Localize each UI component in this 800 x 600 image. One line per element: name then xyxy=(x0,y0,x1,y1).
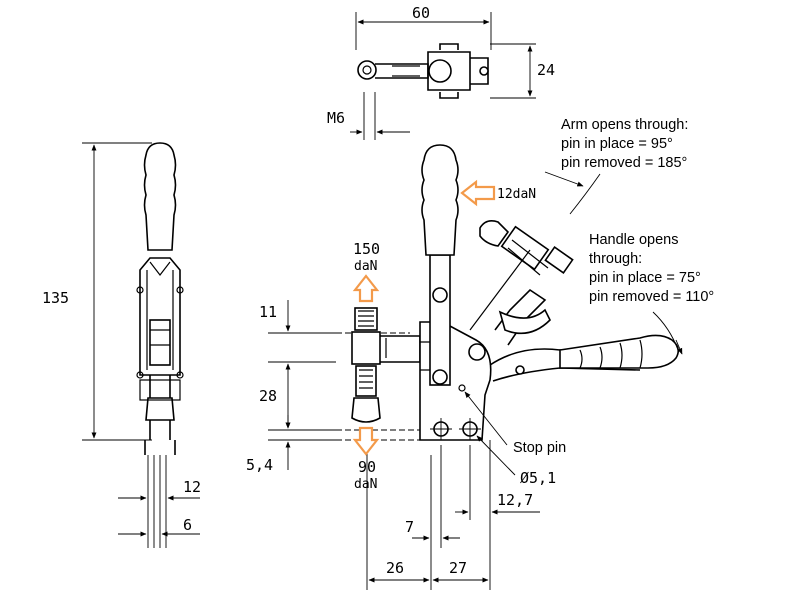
dim-m6: M6 xyxy=(327,109,345,127)
dim-60: 60 xyxy=(412,4,430,22)
front-view: 11 28 5,4 xyxy=(246,144,680,590)
dim-hole-diameter: Ø5,1 xyxy=(520,469,556,487)
dim-6: 6 xyxy=(183,516,192,534)
side-view: 135 12 6 xyxy=(42,142,201,548)
top-view: 60 24 M6 xyxy=(327,4,555,140)
dim-5-4: 5,4 xyxy=(246,456,273,474)
dim-28: 28 xyxy=(259,387,277,405)
arm-note-line-3: pin removed = 185° xyxy=(561,155,687,171)
up-force-arrow xyxy=(352,274,380,303)
up-force-value: 150 xyxy=(353,240,380,258)
dim-27: 27 xyxy=(449,559,467,577)
arm-note-line-2: pin in place = 95° xyxy=(561,136,673,152)
dim-24: 24 xyxy=(537,61,555,79)
arm-opening-note: Arm opens through: pin in place = 95° pi… xyxy=(544,117,688,215)
dim-26: 26 xyxy=(386,559,404,577)
down-force-arrow xyxy=(352,426,380,456)
handle-note-line-2: through: xyxy=(589,251,642,267)
handle-note-line-4: pin removed = 110° xyxy=(589,289,714,305)
dim-7: 7 xyxy=(405,518,414,536)
dim-11: 11 xyxy=(259,303,277,321)
handle-force-label: 12daN xyxy=(497,187,536,202)
handle-note-line-1: Handle opens xyxy=(589,232,679,248)
handle-note-line-3: pin in place = 75° xyxy=(589,270,701,286)
handle-force-arrow xyxy=(460,179,496,207)
handle-opening-note: Handle opens through: pin in place = 75°… xyxy=(589,232,714,355)
up-force-unit: daN xyxy=(354,259,377,274)
down-force-unit: daN xyxy=(354,477,377,492)
force-indicators: 12daN 150 daN 90 daN xyxy=(352,179,536,492)
dim-12-7: 12,7 xyxy=(497,491,533,509)
dim-135: 135 xyxy=(42,289,69,307)
dim-12: 12 xyxy=(183,478,201,496)
down-force-value: 90 xyxy=(358,458,376,476)
stop-pin-label: Stop pin xyxy=(513,440,566,456)
arm-note-line-1: Arm opens through: xyxy=(561,117,688,133)
